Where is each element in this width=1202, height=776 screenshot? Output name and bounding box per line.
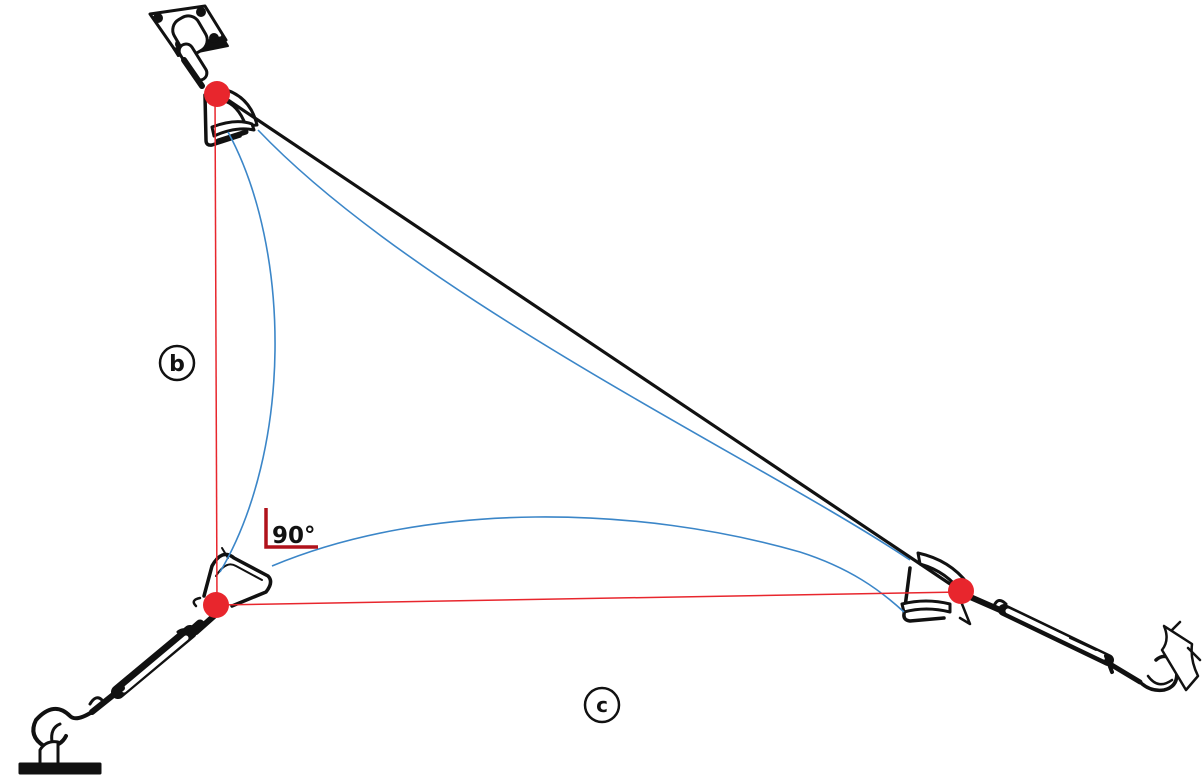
d-shackle-icon — [203, 86, 259, 147]
turnbuckle-icon — [88, 619, 205, 715]
side-label-b-text: b — [169, 352, 185, 377]
red-dot-icon — [203, 592, 229, 618]
measure-line-b — [214, 92, 218, 606]
right-angle-icon — [264, 508, 318, 549]
red-dot-icon — [948, 578, 974, 604]
eye-hook-icon — [31, 707, 94, 749]
side-label-c-text: c — [596, 693, 608, 717]
measurement-lines — [214, 92, 962, 606]
diagonal-cable — [221, 94, 963, 594]
d-shackle-icon — [192, 547, 273, 608]
chain-link-icon — [171, 14, 209, 89]
right-angle-marker: 90° — [264, 508, 318, 549]
anchor-points — [203, 81, 974, 618]
red-dot-icon — [204, 81, 230, 107]
measure-line-c — [216, 591, 962, 606]
side-label-b: b — [158, 344, 196, 382]
right-angle-label: 90° — [272, 523, 316, 549]
side-label-c: c — [583, 686, 621, 724]
turnbuckle-icon — [992, 599, 1143, 685]
ground-anchor-icon — [18, 740, 102, 775]
eye-hook-icon — [1138, 620, 1202, 693]
shade-sail-outline — [219, 129, 911, 613]
bottom-left-corner-hardware — [18, 547, 273, 775]
sail-edge-bottom — [271, 516, 905, 613]
right-corner-hardware — [900, 551, 1202, 693]
sail-edge-diagonal — [257, 129, 911, 561]
sail-edge-left — [219, 131, 276, 573]
top-corner-hardware — [148, 4, 259, 147]
